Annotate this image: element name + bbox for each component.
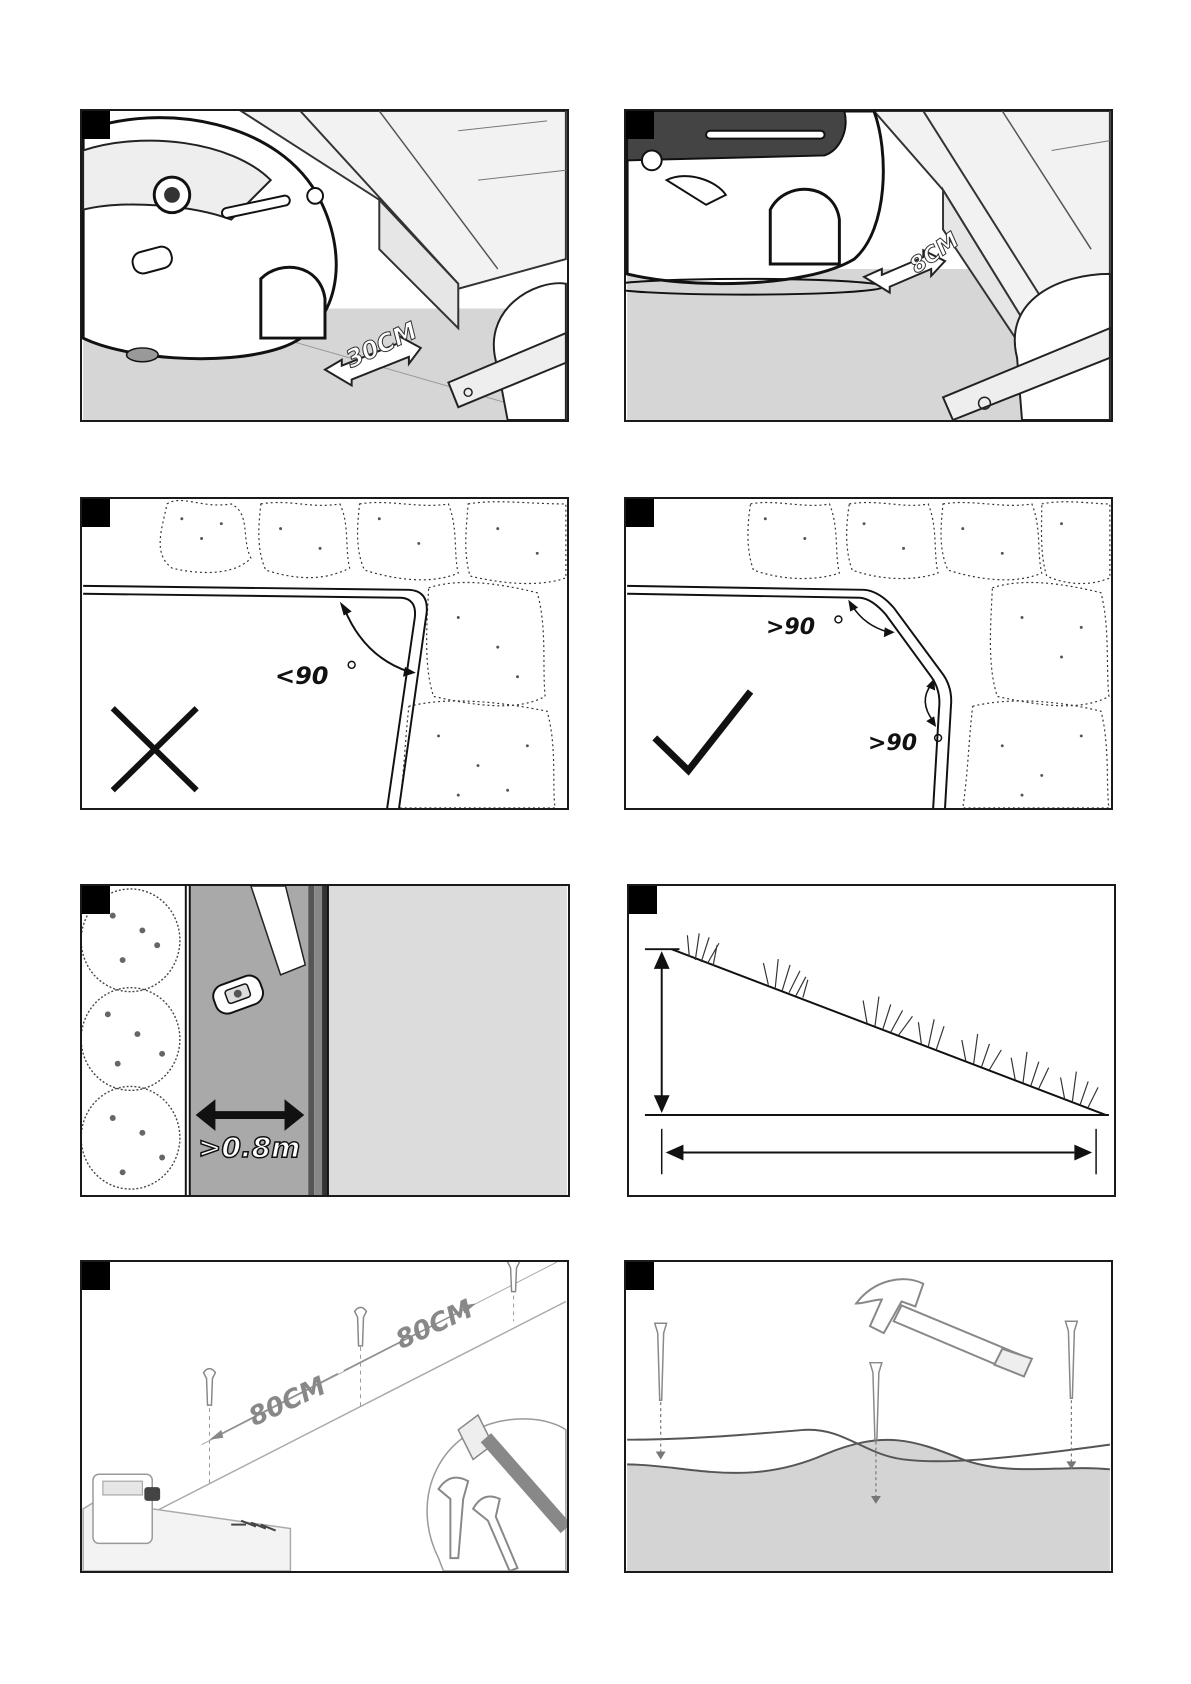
panel-number-badge [82, 1262, 110, 1290]
corner-correct-illustration [626, 499, 1111, 808]
slope-measurement-illustration [629, 886, 1114, 1195]
panel-slope [627, 884, 1116, 1197]
peg-spacing-illustration [82, 1262, 567, 1571]
peg-hammering-illustration [626, 1262, 1111, 1571]
panel-number-badge [82, 111, 110, 139]
panel-mower-edge-8cm: 8CM [624, 109, 1113, 422]
panel-hammer-pegs [624, 1260, 1113, 1573]
narrow-passage-illustration [82, 886, 568, 1195]
mower-edge-illustration [82, 111, 567, 420]
panel-mower-edge-30cm: 30CM [80, 109, 569, 422]
angle-label-side: >90 [868, 731, 917, 756]
panel-number-badge [626, 111, 654, 139]
panel-number-badge [629, 886, 657, 914]
panel-peg-spacing: 80CM 80CM [80, 1260, 569, 1573]
panel-passage-width: >0.8m [80, 884, 570, 1197]
panel-corner-wrong: <90 [80, 497, 569, 810]
mower-edge-closeup-illustration [626, 111, 1111, 420]
corner-too-sharp-illustration [82, 499, 567, 808]
angle-label: <90 [275, 662, 329, 690]
panel-number-badge [626, 1262, 654, 1290]
panel-number-badge [82, 886, 110, 914]
width-label: >0.8m [198, 1131, 300, 1164]
panel-corner-correct: >90 >90 [624, 497, 1113, 810]
angle-label-top: >90 [766, 615, 815, 640]
panel-number-badge [626, 499, 654, 527]
panel-number-badge [82, 499, 110, 527]
